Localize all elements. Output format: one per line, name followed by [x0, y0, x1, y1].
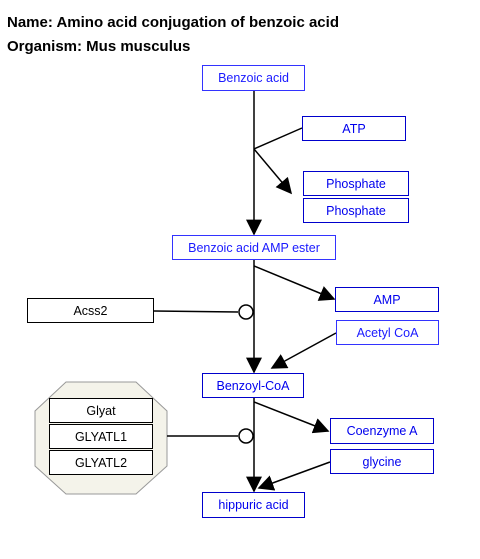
pathway-name: Name: Amino acid conjugation of benzoic … — [7, 14, 339, 31]
organism-label: Organism: Mus musculus — [7, 38, 191, 55]
amp-output-line — [253, 265, 336, 301]
phosphate-output-line — [253, 148, 293, 195]
metabolite-hippuric-acid[interactable]: hippuric acid — [202, 492, 305, 518]
metabolite-phosphate-2[interactable]: Phosphate — [303, 198, 409, 223]
metabolite-acetyl-coa[interactable]: Acetyl CoA — [336, 320, 439, 345]
acss2-catalysis-line — [153, 310, 239, 313]
gene-glyat[interactable]: Glyat — [49, 398, 153, 423]
acetyl-coa-input-line — [270, 332, 337, 369]
metabolite-phosphate-1[interactable]: Phosphate — [303, 171, 409, 196]
metabolite-benzoyl-coa[interactable]: Benzoyl-CoA — [202, 373, 304, 398]
gene-glyatl1[interactable]: GLYATL1 — [49, 424, 153, 449]
atp-input-line — [253, 127, 303, 150]
gene-acss2[interactable]: Acss2 — [27, 298, 154, 323]
gene-glyatl2[interactable]: GLYATL2 — [49, 450, 153, 475]
acss2-catalysis-circle — [238, 304, 254, 320]
coenzyme-a-output-line — [253, 401, 330, 434]
metabolite-benzoic-acid[interactable]: Benzoic acid — [202, 65, 305, 91]
glycine-input-line — [257, 461, 331, 491]
metabolite-amp[interactable]: AMP — [335, 287, 439, 312]
glyat-complex-catalysis-circle — [238, 428, 254, 444]
metabolite-benzoic-acid-amp-ester[interactable]: Benzoic acid AMP ester — [172, 235, 336, 260]
metabolite-atp[interactable]: ATP — [302, 116, 406, 141]
metabolite-coenzyme-a[interactable]: Coenzyme A — [330, 418, 434, 444]
metabolite-glycine[interactable]: glycine — [330, 449, 434, 474]
